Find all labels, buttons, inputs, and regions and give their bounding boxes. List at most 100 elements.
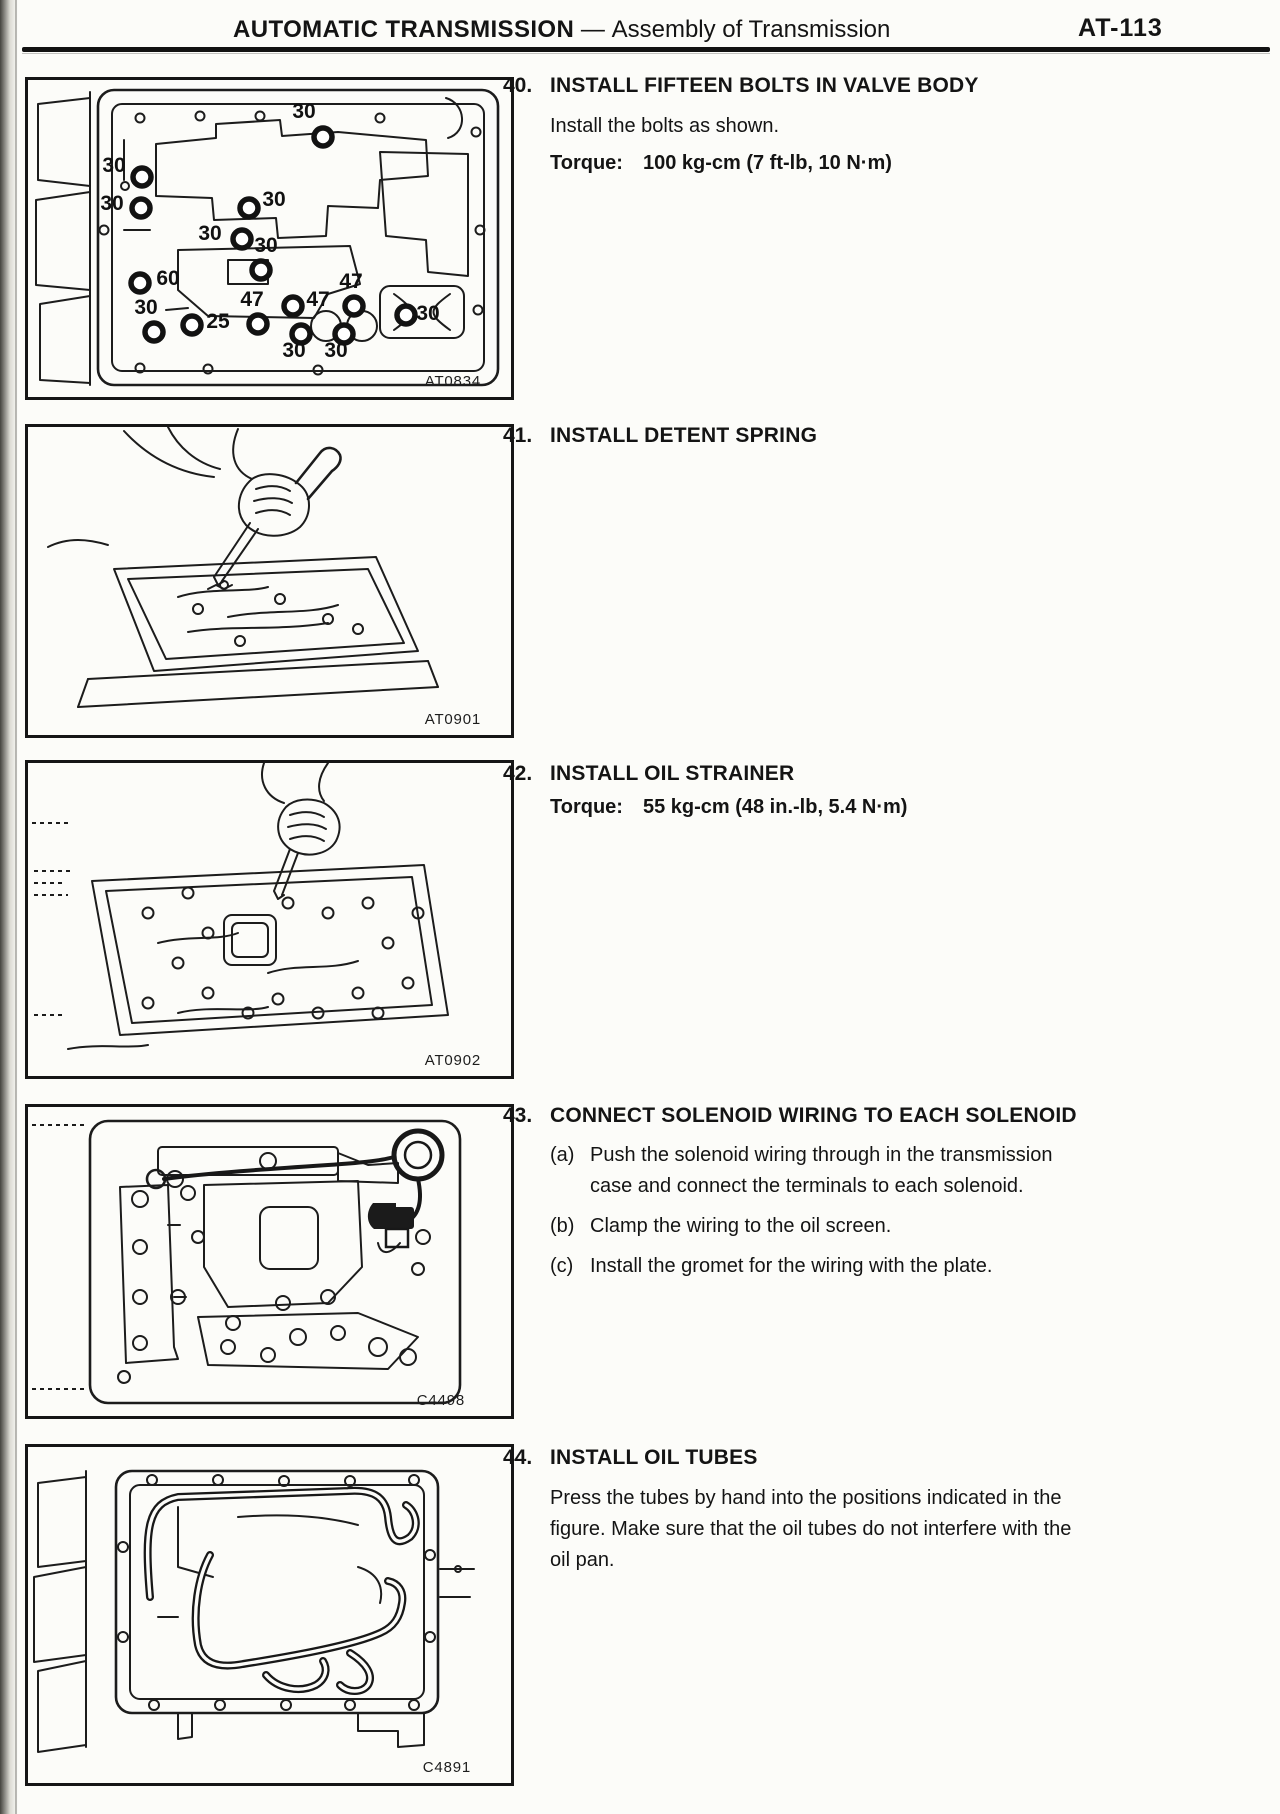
oil-tubes-group	[143, 1486, 420, 1695]
step-title: INSTALL DETENT SPRING	[550, 424, 818, 447]
bolt-length-label: 30	[282, 339, 305, 362]
step-body: Press the tubes by hand into the positio…	[550, 1487, 1072, 1571]
step-43: 43. CONNECT SOLENOID WIRING TO EACH SOLE…	[503, 1104, 1083, 1291]
torque-spec: Torque: 100 kg-cm (7 ft-lb, 10 N·m)	[550, 152, 1083, 175]
substep-text: Install the gromet for the wiring with t…	[590, 1255, 993, 1277]
figure-code: C4498	[416, 1392, 465, 1409]
bolt-length-label: 30	[198, 222, 221, 245]
bolt-length-label: 30	[416, 302, 439, 325]
bolt-marker	[128, 271, 152, 295]
torque-label: Torque:	[550, 152, 623, 174]
hatch-marks	[32, 822, 72, 1016]
flange-holes	[117, 1474, 436, 1711]
bolt-marker	[142, 320, 166, 344]
page-number: AT-113	[1078, 14, 1163, 42]
step-number: 41.	[503, 424, 533, 447]
torque-value: 55 kg-cm (48 in.-lb, 5.4 N·m)	[642, 796, 908, 818]
bolt-marker	[249, 258, 273, 282]
bolt-length-label: 47	[339, 270, 362, 293]
torque-value: 100 kg-cm (7 ft-lb, 10 N·m)	[642, 152, 892, 174]
substep-b: (b) Clamp the wiring to the oil screen.	[550, 1211, 1083, 1242]
bolt-marker	[281, 294, 305, 318]
wiring-harness	[145, 1128, 445, 1249]
oil-strainer-illustration	[32, 763, 449, 1050]
valve-body-outline	[88, 1119, 462, 1405]
step-title: INSTALL OIL STRAINER	[550, 762, 795, 785]
detent-spring-illustration	[47, 427, 439, 708]
arm-and-hand	[261, 763, 341, 856]
bolt-marker	[342, 294, 366, 318]
arm-and-hand	[123, 427, 310, 537]
bolt-marker	[289, 322, 313, 346]
bolt-length-label: 30	[134, 296, 157, 319]
pan-flange-outline	[114, 1469, 440, 1715]
step-number: 44.	[503, 1446, 533, 1469]
case-edge-lines	[33, 1470, 87, 1753]
step-title: CONNECT SOLENOID WIRING TO EACH SOLENOID	[550, 1104, 1077, 1127]
bolt-marker	[332, 322, 356, 346]
figure-code: AT0901	[424, 711, 481, 728]
valve-body-contours	[123, 97, 469, 342]
bolt-marker	[246, 312, 270, 336]
bench-lines	[47, 539, 439, 708]
step-44: 44. INSTALL OIL TUBES Press the tubes by…	[503, 1446, 1083, 1576]
figure-detent-spring: AT0901	[25, 424, 514, 738]
figure-code: C4891	[422, 1759, 471, 1776]
scan-edge-shadow	[0, 0, 18, 1814]
substep-text: Clamp the wiring to the oil screen.	[590, 1215, 892, 1237]
bolt-length-label: 30	[102, 154, 125, 177]
bolt-length-label: 60	[156, 267, 179, 290]
bolt-marker	[230, 227, 254, 251]
step-number: 43.	[503, 1104, 533, 1127]
bolt-holes	[141, 886, 425, 1020]
solenoid-wiring-illustration	[32, 1119, 462, 1405]
valve-body-perspective	[113, 556, 419, 672]
bolt-marker	[394, 303, 418, 327]
torque-spec: Torque: 55 kg-cm (48 in.-lb, 5.4 N·m)	[550, 796, 1083, 819]
bolt-length-label: 47	[240, 288, 263, 311]
case-inner-contours	[157, 1506, 475, 1748]
screwdriver	[273, 848, 299, 900]
step-body: Install the bolts as shown.	[550, 115, 780, 137]
page-header-title: AUTOMATIC TRANSMISSION — Assembly of Tra…	[233, 16, 890, 44]
bolt-length-label: 30	[262, 188, 285, 211]
gasket-holes	[98, 110, 486, 376]
substep-c: (c) Install the gromet for the wiring wi…	[550, 1251, 1083, 1282]
bolt-marker	[129, 196, 153, 220]
case-edge-lines	[35, 91, 91, 386]
bolt-length-label: 30	[254, 234, 277, 257]
header-separator: —	[580, 16, 605, 43]
step-number: 42.	[503, 762, 533, 785]
header-rule	[22, 47, 1270, 54]
bolt-holes	[117, 1185, 431, 1384]
bolt-length-label: 25	[206, 310, 230, 333]
step-title: INSTALL FIFTEEN BOLTS IN VALVE BODY	[550, 74, 979, 97]
step-42: 42. INSTALL OIL STRAINER Torque: 55 kg-c…	[503, 762, 1083, 819]
gasket-outline	[96, 88, 500, 387]
bolt-marker	[180, 313, 204, 337]
bolt-length-label: 30	[100, 192, 123, 215]
substep-label: (a)	[550, 1144, 575, 1166]
bolt-marker	[311, 125, 335, 149]
bolt-marker	[130, 165, 154, 189]
oil-tubes-illustration	[33, 1469, 475, 1753]
torque-label: Torque:	[550, 796, 623, 818]
substep-label: (c)	[550, 1255, 574, 1277]
substep-text: Push the solenoid wiring through in the …	[590, 1144, 1053, 1197]
figure-code: AT0834	[424, 373, 481, 390]
valve-body-outline	[67, 864, 449, 1050]
figure-oil-tubes: C4891	[25, 1444, 514, 1786]
step-40: 40. INSTALL FIFTEEN BOLTS IN VALVE BODY …	[503, 74, 1083, 175]
figure-code: AT0902	[424, 1052, 481, 1069]
header-section: AUTOMATIC TRANSMISSION	[233, 16, 575, 43]
edge-hatch	[32, 1124, 88, 1390]
figure-oil-strainer: AT0902	[25, 760, 514, 1079]
scan-edge-line	[15, 0, 17, 1814]
figure-solenoid-wiring: C4498	[25, 1104, 514, 1419]
step-41: 41. INSTALL DETENT SPRING	[503, 424, 1083, 448]
step-number: 40.	[503, 74, 533, 97]
substep-a: (a) Push the solenoid wiring through in …	[550, 1140, 1083, 1202]
bolt-length-label: 30	[292, 100, 315, 123]
